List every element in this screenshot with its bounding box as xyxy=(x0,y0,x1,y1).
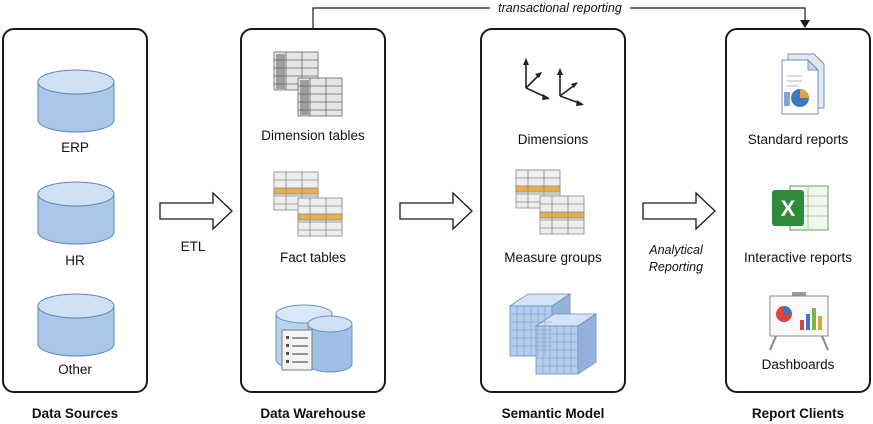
etl-label: ETL xyxy=(180,239,206,254)
column-title-report-clients: Report Clients xyxy=(751,406,845,421)
analytical-reporting-label: Analytical Reporting xyxy=(630,242,722,276)
highlighted-table-stack-icon xyxy=(515,169,585,235)
model-item-measure-groups: Measure groups xyxy=(504,250,602,265)
analytical-reporting-line2: Reporting xyxy=(648,260,704,274)
warehouse-item-dimension-tables: Dimension tables xyxy=(261,128,365,143)
svg-text:X: X xyxy=(781,196,796,221)
etl-arrow xyxy=(159,191,233,231)
warehouse-item-fact-tables: Fact tables xyxy=(279,250,347,265)
column-title-semantic-model: Semantic Model xyxy=(501,406,605,421)
source-item-erp: ERP xyxy=(61,140,89,155)
database-cylinder-icon xyxy=(37,69,115,133)
model-item-dimensions: Dimensions xyxy=(517,132,589,147)
excel-icon: X xyxy=(772,185,829,231)
transactional-reporting-label: transactional reporting xyxy=(490,0,630,17)
warehouse-database-icon xyxy=(275,304,353,373)
report-document-icon xyxy=(781,53,825,115)
client-item-dashboards: Dashboards xyxy=(761,357,835,372)
database-cylinder-icon xyxy=(37,181,115,245)
model-to-reports-arrow xyxy=(642,191,716,231)
highlighted-table-stack-icon xyxy=(273,171,343,237)
database-cylinder-icon xyxy=(37,293,115,357)
table-stack-icon xyxy=(273,51,343,117)
column-title-data-warehouse: Data Warehouse xyxy=(260,406,366,421)
column-title-data-sources: Data Sources xyxy=(31,406,119,421)
client-item-interactive-reports: Interactive reports xyxy=(743,250,853,265)
source-item-other: Other xyxy=(58,362,92,377)
axes-icon xyxy=(523,58,584,106)
analytical-reporting-line1: Analytical xyxy=(649,243,703,257)
olap-cube-icon xyxy=(508,293,598,375)
source-item-hr: HR xyxy=(65,253,85,268)
warehouse-to-model-arrow xyxy=(399,191,473,231)
client-item-standard-reports: Standard reports xyxy=(747,132,849,147)
dashboard-board-icon xyxy=(769,292,829,351)
